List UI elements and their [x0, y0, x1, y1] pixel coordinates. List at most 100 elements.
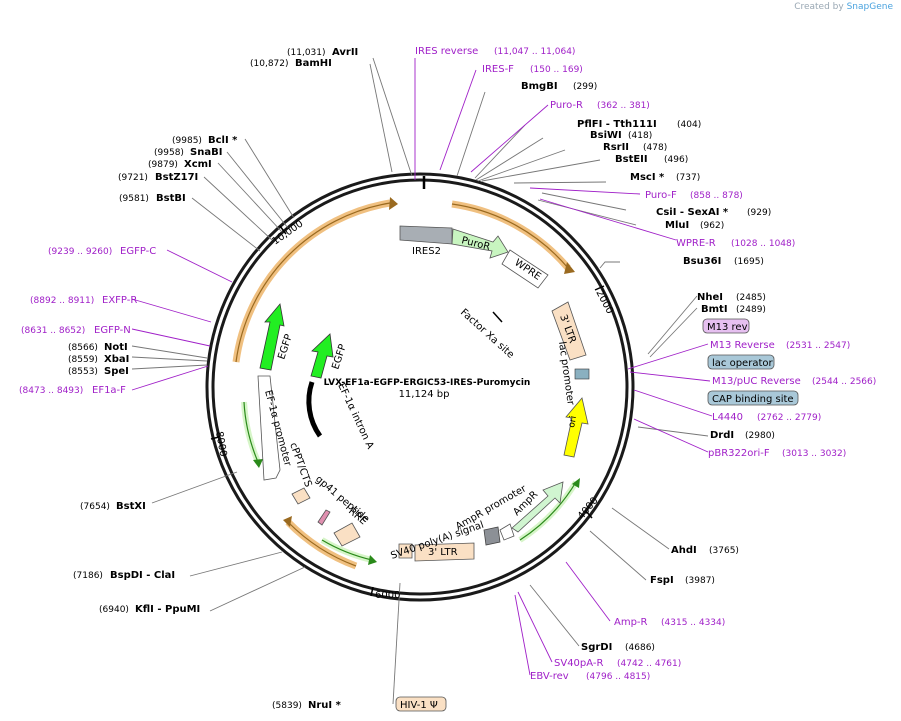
- orange-arc-3-head: [283, 516, 292, 527]
- site-name: AhdI: [671, 545, 697, 556]
- feature-cppt: [291, 487, 311, 505]
- site-pos: (3987): [685, 576, 715, 586]
- site-name: NheI: [697, 292, 723, 303]
- primer-range: (4742 .. 4761): [617, 659, 681, 669]
- primer-name: EGFP-N: [94, 325, 131, 336]
- site-pos: (9985): [172, 136, 202, 146]
- green-arc-1-core: [243, 401, 259, 463]
- site-pos: (11,031): [287, 48, 326, 58]
- site-pos: (737): [676, 173, 700, 183]
- site-name: SpeI: [104, 366, 129, 377]
- feature-ef1a-promoter: [257, 375, 281, 481]
- site-name: NruI *: [308, 700, 342, 711]
- primer-name: pBR322ori-F: [708, 448, 770, 459]
- site-pos: (8559): [68, 355, 98, 365]
- primer-range: (4315 .. 4334): [661, 618, 725, 628]
- primer-range: (8631 .. 8652): [21, 326, 85, 336]
- site-name: BmtI: [701, 304, 728, 315]
- site-pos: (8566): [68, 343, 98, 353]
- label-puror: PuroR: [460, 235, 491, 253]
- site-pos: (9721): [118, 173, 148, 183]
- feature-3ltr-right: [551, 301, 587, 361]
- site-pos: (9581): [119, 194, 149, 204]
- site-name: XbaI: [104, 354, 129, 365]
- green-arc-3-head: [572, 478, 580, 488]
- box-lac-operator: [707, 354, 775, 370]
- site-name: BmgBI: [521, 81, 558, 92]
- primer-range: (2531 .. 2547): [786, 341, 850, 351]
- primer-labels: IRES reverse (11,047 .. 11,064) IRES-F (…: [19, 46, 876, 682]
- site-pos: (404): [677, 120, 701, 130]
- site-pos: (962): [700, 221, 724, 231]
- label-cap-site: CAP binding site: [712, 394, 794, 405]
- feature-sv40-polya: [483, 526, 501, 546]
- site-name: BstXI: [116, 501, 146, 512]
- feature-ires2: [399, 225, 453, 245]
- site-name: BamHI: [295, 58, 332, 69]
- site-pos: (418): [628, 131, 652, 141]
- primer-range: (8892 .. 8911): [30, 296, 94, 306]
- feature-rre: [333, 522, 361, 547]
- backbone-inner: [211, 178, 629, 596]
- site-pos: (9958): [154, 148, 184, 158]
- orange-arc-1-head: [389, 197, 398, 210]
- site-pos: (2485): [736, 293, 766, 303]
- site-name: FspI: [650, 575, 674, 586]
- site-name: SgrDI: [581, 642, 612, 653]
- site-name: NotI: [104, 342, 128, 353]
- orange-arc-1-core: [235, 202, 391, 363]
- primer-name: EBV-rev: [530, 671, 569, 682]
- site-name: PflFI - Tth111I: [577, 119, 657, 130]
- site-name: KflI - PpuMI: [135, 604, 200, 615]
- site-pos: (2489): [736, 305, 766, 315]
- site-pos: (7186): [73, 571, 103, 581]
- primer-range: (1028 .. 1048): [731, 239, 795, 249]
- primer-range: (9239 .. 9260): [48, 247, 112, 257]
- site-pos: (4686): [625, 643, 655, 653]
- site-name: BclI *: [208, 135, 238, 146]
- box-cap-site: [707, 390, 799, 406]
- green-arc-3-core: [519, 481, 577, 541]
- site-name: MscI *: [630, 172, 665, 183]
- label-egfp-1: EGFP: [276, 333, 294, 361]
- feature-gp41: [317, 509, 331, 526]
- label-egfp-2: EGFP: [330, 343, 348, 371]
- green-arc-2-head: [368, 555, 377, 565]
- tick-6000: 6000: [375, 590, 400, 601]
- feature-ori: [563, 397, 589, 458]
- label-factor-xa: Factor Xa site: [458, 307, 516, 361]
- plasmid-name: LVX-EF1a-EGFP-ERGIC53-IRES-Puromycin: [324, 378, 531, 388]
- primer-name: M13/pUC Reverse: [712, 376, 801, 387]
- site-pos: (2980): [745, 431, 775, 441]
- plasmid-size: 11,124 bp: [399, 389, 450, 400]
- site-pos: (5839): [272, 701, 302, 711]
- site-name: XcmI: [184, 159, 212, 170]
- site-labels: (11,031) AvrII (10,872) BamHI BmgBI (299…: [68, 47, 775, 711]
- site-name: BstEII: [615, 154, 648, 165]
- site-name: Bsu36I: [683, 256, 721, 267]
- feature-ef1a-intron: [306, 381, 323, 438]
- primer-range: (150 .. 169): [530, 65, 583, 75]
- feature-ampr: [511, 481, 564, 533]
- site-pos: (496): [664, 155, 688, 165]
- primer-connectors: [131, 58, 713, 676]
- primer-name: Puro-R: [550, 100, 583, 111]
- label-lac-operator: lac operator: [712, 358, 773, 369]
- site-connectors: [131, 57, 709, 705]
- site-pos: (10,872): [250, 59, 289, 69]
- orange-arc-2-head: [564, 262, 575, 274]
- site-name: BsiWI: [590, 130, 622, 141]
- feature-puror: [451, 228, 509, 259]
- primer-range: (2762 .. 2779): [757, 413, 821, 423]
- factor-xa-mark: [492, 311, 503, 323]
- label-ires2: IRES2: [412, 246, 441, 257]
- label-cppt: cPPT/CTS: [287, 441, 313, 488]
- site-pos: (3765): [709, 546, 739, 556]
- label-ef1a-intron: EF-1α intron A: [335, 382, 375, 451]
- site-pos: (929): [747, 208, 771, 218]
- primer-name: EXFP-R: [102, 295, 137, 306]
- primer-name: M13 Reverse: [710, 340, 775, 351]
- label-m13-rev: M13 rev: [707, 322, 748, 333]
- label-ori: ori: [567, 415, 579, 428]
